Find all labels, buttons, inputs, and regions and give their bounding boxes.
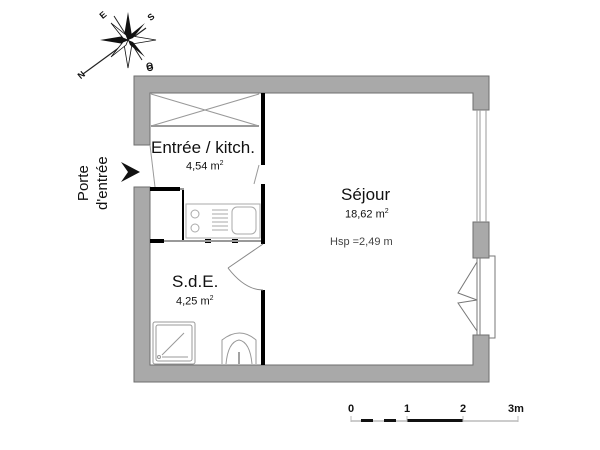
bathroom-door xyxy=(227,243,264,291)
thin-partitions xyxy=(164,188,261,242)
shower-tray xyxy=(152,321,196,365)
compass-rose-icon xyxy=(82,12,157,75)
room-name-sejour: Séjour xyxy=(341,185,391,204)
scale-tick-0: 0 xyxy=(348,403,355,415)
entrance-label-line1: Porte xyxy=(75,165,92,202)
area-exp: 2 xyxy=(384,208,389,215)
compass-label-o: O xyxy=(146,61,154,71)
scale-tick-2: 2 xyxy=(460,403,467,415)
entrance-label: Porte d'entrée xyxy=(74,156,112,210)
kitchenette xyxy=(185,203,261,239)
scale-tick-3: 3m xyxy=(508,403,524,415)
scale-bar xyxy=(350,416,519,422)
area-exp: 2 xyxy=(209,295,214,302)
area-exp: 2 xyxy=(219,160,224,167)
room-area-sde: 4,25 m2 xyxy=(176,295,214,308)
washbasin xyxy=(221,332,257,365)
ceiling-height-sejour: Hsp =2,49 m xyxy=(330,236,393,248)
area-value: 18,62 m xyxy=(345,208,385,221)
entrance-arrow-icon xyxy=(121,162,140,182)
area-value: 4,54 m xyxy=(186,160,220,173)
scale-tick-1: 1 xyxy=(404,403,411,415)
entrance-label-line2: d'entrée xyxy=(94,156,111,210)
window-sejour-bottom xyxy=(457,255,496,339)
entrance-door xyxy=(149,144,260,188)
area-value: 4,25 m xyxy=(176,295,210,308)
room-name-sde: S.d.E. xyxy=(172,272,219,291)
room-area-sejour: 18,62 m2 xyxy=(345,208,389,221)
outer-walls xyxy=(133,75,490,383)
room-name-entree: Entrée / kitch. xyxy=(151,138,255,157)
room-area-entree: 4,54 m2 xyxy=(186,160,224,173)
window-sejour-top xyxy=(476,110,487,222)
storage-closet xyxy=(150,93,260,127)
